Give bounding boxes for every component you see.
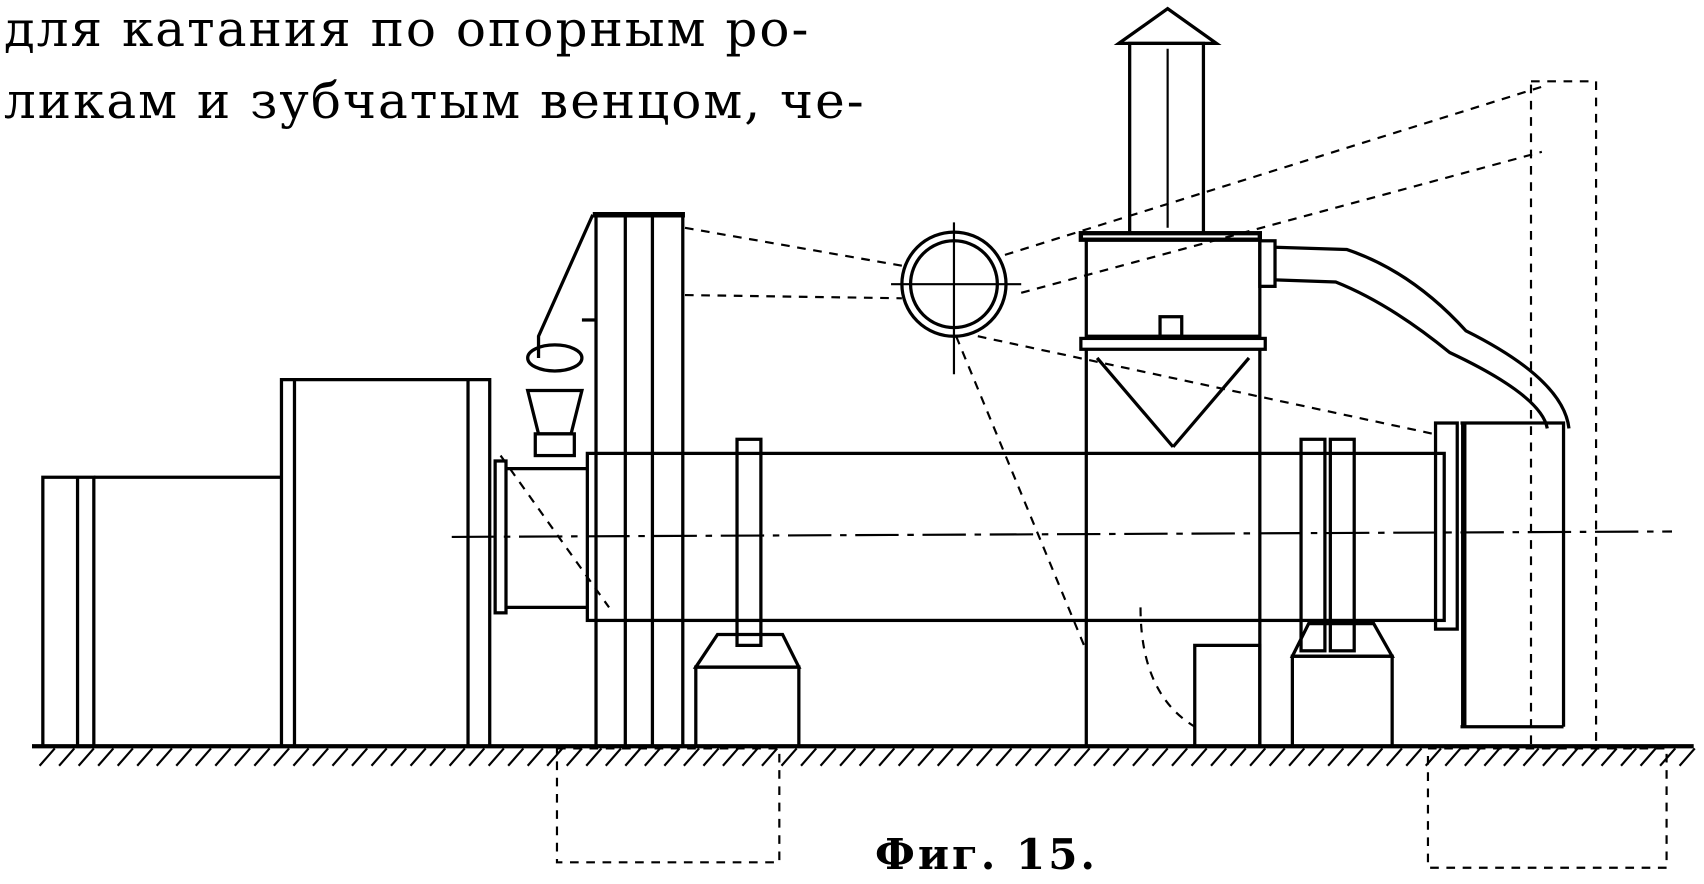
hatch-mark [1268, 747, 1286, 767]
hatch-mark [800, 747, 818, 767]
hatch-mark [1600, 747, 1618, 767]
hatch-mark [1307, 747, 1325, 767]
hatch-mark [175, 747, 193, 767]
hatch-mark [546, 747, 564, 767]
hatch-mark [839, 747, 857, 767]
hatch-mark [1190, 747, 1208, 767]
hatch-mark [116, 747, 134, 767]
hatch-mark [370, 747, 388, 767]
body-text-line-2: ликам и зубчатым венцом, че- [4, 72, 866, 130]
hatch-mark [1581, 747, 1598, 767]
hatch-mark [351, 747, 368, 767]
hatch-mark [1385, 747, 1403, 767]
discharge-hood [1433, 421, 1566, 729]
hatch-mark [136, 747, 154, 767]
hatch-mark [1229, 747, 1247, 767]
body-text-line-1: для катания по опорным ро- [4, 0, 811, 58]
hatch-mark [741, 747, 759, 767]
hatch-mark [1483, 747, 1501, 767]
hatch-mark [624, 747, 642, 767]
hatch-mark [507, 747, 525, 767]
hatch-mark [234, 747, 251, 767]
hatch-mark [1014, 747, 1032, 767]
hatch-mark [194, 747, 212, 767]
hatch-mark [292, 747, 310, 767]
chimney [1113, 6, 1222, 235]
hatch-mark [1464, 747, 1481, 767]
hatch-mark [1620, 747, 1638, 767]
hatch-mark [1346, 747, 1364, 767]
hatch-mark [702, 747, 720, 767]
hatch-mark [1678, 747, 1696, 767]
hatch-mark [38, 747, 56, 767]
hatch-mark [819, 747, 837, 767]
hatch-mark [663, 747, 681, 767]
figure-caption: Фиг. 15. [875, 830, 1099, 879]
hatch-mark [1054, 747, 1071, 767]
hatch-mark [1073, 747, 1091, 767]
hatch-mark [604, 747, 622, 767]
hatch-mark [1093, 747, 1110, 767]
hatch-mark [409, 747, 427, 767]
hatch-mark [214, 747, 232, 767]
hatch-mark [1542, 747, 1559, 767]
hatch-mark [1327, 747, 1345, 767]
duct-pipe [1258, 239, 1571, 429]
hatch-mark [858, 747, 876, 767]
hatch-mark [1366, 747, 1384, 767]
hatch-mark [1444, 747, 1462, 767]
hatch-mark [1405, 747, 1423, 767]
hatch-mark [1171, 747, 1188, 767]
hatch-mark [1288, 747, 1306, 767]
hatch-mark [429, 747, 447, 767]
kiln-drum [451, 451, 1673, 623]
hatch-mark [1151, 747, 1169, 767]
hatch-mark [390, 747, 408, 767]
fan [891, 222, 1022, 375]
tire-left [692, 437, 802, 748]
hatch-mark [956, 747, 974, 767]
dashed-lines [499, 80, 1668, 869]
hatch-mark [1503, 747, 1520, 767]
hatch-mark [1112, 747, 1130, 767]
hatch-mark [331, 747, 349, 767]
hatch-mark [448, 747, 466, 767]
hatch-mark [995, 747, 1013, 767]
hatch-mark [1132, 747, 1149, 767]
hatch-mark [780, 747, 798, 767]
motor [1193, 643, 1262, 748]
hatch-mark [1561, 747, 1579, 767]
hatch-mark [468, 747, 486, 767]
hatch-mark [97, 747, 115, 767]
feed-chamber [41, 378, 492, 747]
hatch-mark [273, 747, 290, 767]
hatch-mark [761, 747, 778, 767]
hatch-mark [155, 747, 173, 767]
hatch-mark [1249, 747, 1267, 767]
hatch-mark [722, 747, 739, 767]
bucket-elevator [525, 212, 685, 747]
hatch-mark [58, 747, 76, 767]
hatch-mark [585, 747, 603, 767]
ground-hatching [38, 747, 1696, 767]
hatch-mark [1034, 747, 1052, 767]
hatch-mark [487, 747, 505, 767]
hatch-mark [1639, 747, 1657, 767]
hatch-mark [565, 747, 583, 767]
tire-right [1193, 437, 1395, 748]
hatch-mark [526, 747, 544, 767]
hatch-mark [77, 747, 95, 767]
dust-chamber [1078, 231, 1267, 747]
hatch-mark [975, 747, 993, 767]
hatch-mark [683, 747, 700, 767]
hatch-mark [936, 747, 954, 767]
hatch-mark [1210, 747, 1228, 767]
hatch-mark [917, 747, 935, 767]
hatch-mark [253, 747, 271, 767]
hatch-mark [1522, 747, 1540, 767]
hatch-mark [312, 747, 329, 767]
hatch-mark [878, 747, 896, 767]
hatch-mark [644, 747, 661, 767]
hatch-mark [897, 747, 915, 767]
